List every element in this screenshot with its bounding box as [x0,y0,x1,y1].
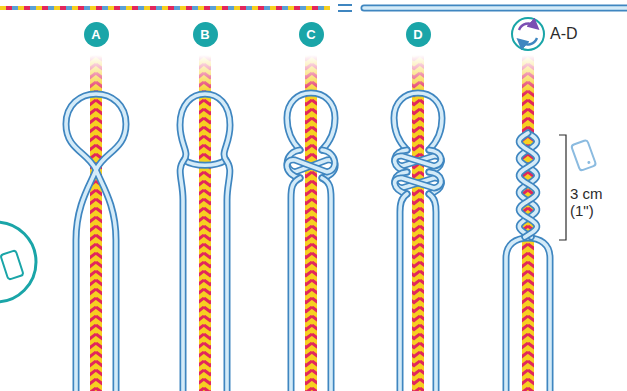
knot-finished [506,133,550,391]
step-badge: A [84,22,109,47]
step-letter: D [413,28,422,41]
step-letter: C [306,28,315,41]
knot-step-c [287,93,335,391]
wrap-helix [519,133,537,237]
wrap-helix [519,133,537,237]
mono-line-sample [364,6,627,10]
wrap-helix [519,133,537,237]
step-badge: D [406,22,431,47]
repeat-label: A-D [550,25,578,43]
step-letter: A [91,28,100,41]
length-bracket [559,135,566,240]
wrap-helix [519,133,537,237]
equals-sign [338,5,352,11]
knot-step-b [180,94,230,391]
step-letter: B [200,28,209,41]
step-badge: C [299,22,324,47]
repeat-icon [512,18,544,50]
mono-line-sample [364,5,627,12]
step-badge: B [193,22,218,47]
length-dimension: 3 cm (1") [570,186,616,219]
phone-badge [0,222,36,302]
knot-step-d [394,93,442,391]
knot-step-a [66,94,126,391]
braided-cords [85,55,540,391]
phone-icon [571,140,596,171]
braided-line-sample [0,6,330,10]
